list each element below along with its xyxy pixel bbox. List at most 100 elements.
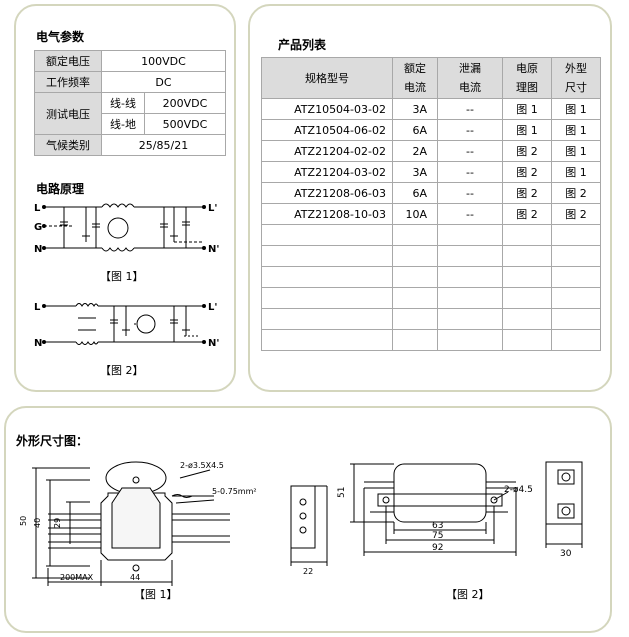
dims-fig2-side: 30 bbox=[545, 461, 583, 559]
empty-cell bbox=[437, 287, 503, 309]
param-value: 25/85/21 bbox=[101, 134, 226, 156]
empty-cell bbox=[502, 287, 552, 309]
param-value: 100VDC bbox=[101, 50, 226, 72]
fig2-dim-51: 51 bbox=[337, 487, 347, 498]
empty-cell bbox=[502, 266, 552, 288]
cell-model: ATZ21208-10-03 bbox=[261, 203, 393, 225]
header-leakage: 泄漏电流 bbox=[437, 57, 503, 99]
table-row-empty bbox=[261, 308, 601, 330]
param-value: 500VDC bbox=[144, 113, 226, 135]
fig1-hole-note: 2-ø3.5X4.5 bbox=[180, 461, 224, 470]
cell-leakage: -- bbox=[437, 161, 503, 183]
param-label: 测试电压 bbox=[34, 92, 102, 135]
empty-cell bbox=[261, 308, 393, 330]
header-schematic: 电原理图 bbox=[502, 57, 552, 99]
circuit-fig1-caption: 【图 1】 bbox=[100, 270, 144, 283]
cell-size: 图 1 bbox=[551, 98, 601, 120]
param-sublabel: 线-地 bbox=[101, 113, 145, 135]
cell-current: 3A bbox=[392, 161, 438, 183]
terminal-n-label: N bbox=[34, 244, 42, 255]
cell-model: ATZ21204-03-02 bbox=[261, 161, 393, 183]
fig1-dim-22: 22 bbox=[303, 567, 313, 576]
cell-current: 10A bbox=[392, 203, 438, 225]
cell-schematic: 图 2 bbox=[502, 140, 552, 162]
cell-current: 6A bbox=[392, 119, 438, 141]
cell-current: 6A bbox=[392, 182, 438, 204]
empty-cell bbox=[392, 245, 438, 267]
empty-cell bbox=[261, 224, 393, 246]
fig1-dim-200max: 200MAX bbox=[60, 573, 94, 582]
terminal-n-out-label: N' bbox=[208, 338, 219, 349]
cell-model: ATZ10504-03-02 bbox=[261, 98, 393, 120]
param-sublabel: 线-线 bbox=[101, 92, 145, 114]
cell-leakage: -- bbox=[437, 98, 503, 120]
header-current: 额定电流 bbox=[392, 57, 438, 99]
dims-fig2-caption: 【图 2】 bbox=[446, 588, 490, 601]
table-row-empty bbox=[261, 329, 601, 351]
cell-schematic: 图 2 bbox=[502, 182, 552, 204]
fig1-dim-40: 40 bbox=[33, 518, 42, 528]
empty-cell bbox=[551, 329, 601, 351]
cell-current: 2A bbox=[392, 140, 438, 162]
empty-cell bbox=[392, 308, 438, 330]
table-row-empty bbox=[261, 266, 601, 288]
table-row: 工作频率 DC bbox=[34, 71, 226, 93]
empty-cell bbox=[261, 329, 393, 351]
empty-cell bbox=[437, 329, 503, 351]
empty-cell bbox=[551, 224, 601, 246]
dimensions-panel: 外形尺寸图： bbox=[4, 406, 612, 633]
cell-model: ATZ21204-02-02 bbox=[261, 140, 393, 162]
header-size: 外型尺寸 bbox=[551, 57, 601, 99]
table-row-empty bbox=[261, 245, 601, 267]
param-label: 工作频率 bbox=[34, 71, 102, 93]
fig2-dim-30: 30 bbox=[560, 549, 572, 559]
terminal-g-label: G bbox=[34, 222, 42, 233]
cell-schematic: 图 1 bbox=[502, 98, 552, 120]
empty-cell bbox=[502, 308, 552, 330]
empty-cell bbox=[502, 224, 552, 246]
empty-cell bbox=[551, 308, 601, 330]
empty-cell bbox=[551, 245, 601, 267]
cell-size: 图 2 bbox=[551, 182, 601, 204]
cell-size: 图 2 bbox=[551, 203, 601, 225]
cell-leakage: -- bbox=[437, 140, 503, 162]
param-label: 气候类别 bbox=[34, 134, 102, 156]
param-label: 额定电压 bbox=[34, 50, 102, 72]
circuit-title: 电路原理 bbox=[36, 182, 85, 196]
empty-cell bbox=[437, 224, 503, 246]
table-row: 额定电压 100VDC bbox=[34, 50, 226, 72]
empty-cell bbox=[551, 266, 601, 288]
empty-cell bbox=[261, 287, 393, 309]
fig2-dim-92: 92 bbox=[432, 543, 443, 553]
terminal-l-label: L bbox=[34, 302, 41, 313]
table-header-row: 规格型号 额定电流 泄漏电流 电原理图 外型尺寸 bbox=[261, 57, 601, 99]
cell-size: 图 1 bbox=[551, 140, 601, 162]
empty-cell bbox=[261, 245, 393, 267]
table-row-empty bbox=[261, 224, 601, 246]
products-title: 产品列表 bbox=[278, 38, 327, 52]
fig1-dim-29: 29 bbox=[53, 518, 62, 528]
cell-schematic: 图 2 bbox=[502, 161, 552, 183]
cell-size: 图 1 bbox=[551, 161, 601, 183]
fig2-dim-75: 75 bbox=[432, 531, 443, 541]
empty-cell bbox=[261, 266, 393, 288]
terminal-l-out-label: L' bbox=[208, 302, 217, 313]
empty-cell bbox=[502, 245, 552, 267]
electrical-params-panel: 电气参数 额定电压 100VDC 工作频率 DC 测试电压 线-线 200VDC… bbox=[14, 4, 236, 392]
terminal-l-label: L bbox=[34, 203, 41, 214]
terminal-l-out-label: L' bbox=[208, 203, 217, 214]
terminal-n-out-label: N' bbox=[208, 244, 219, 255]
circuit-schematic-1: L G N L' N' bbox=[34, 203, 219, 255]
table-row-empty bbox=[261, 287, 601, 309]
dims-fig2-front: 2-ø4.5 51 63 75 92 bbox=[337, 463, 533, 556]
header-model: 规格型号 bbox=[261, 57, 393, 99]
cell-leakage: -- bbox=[437, 182, 503, 204]
fig1-wire-note: 5-0.75mm² bbox=[212, 487, 257, 496]
table-row: 测试电压 线-线 200VDC bbox=[34, 92, 226, 135]
cell-leakage: -- bbox=[437, 119, 503, 141]
